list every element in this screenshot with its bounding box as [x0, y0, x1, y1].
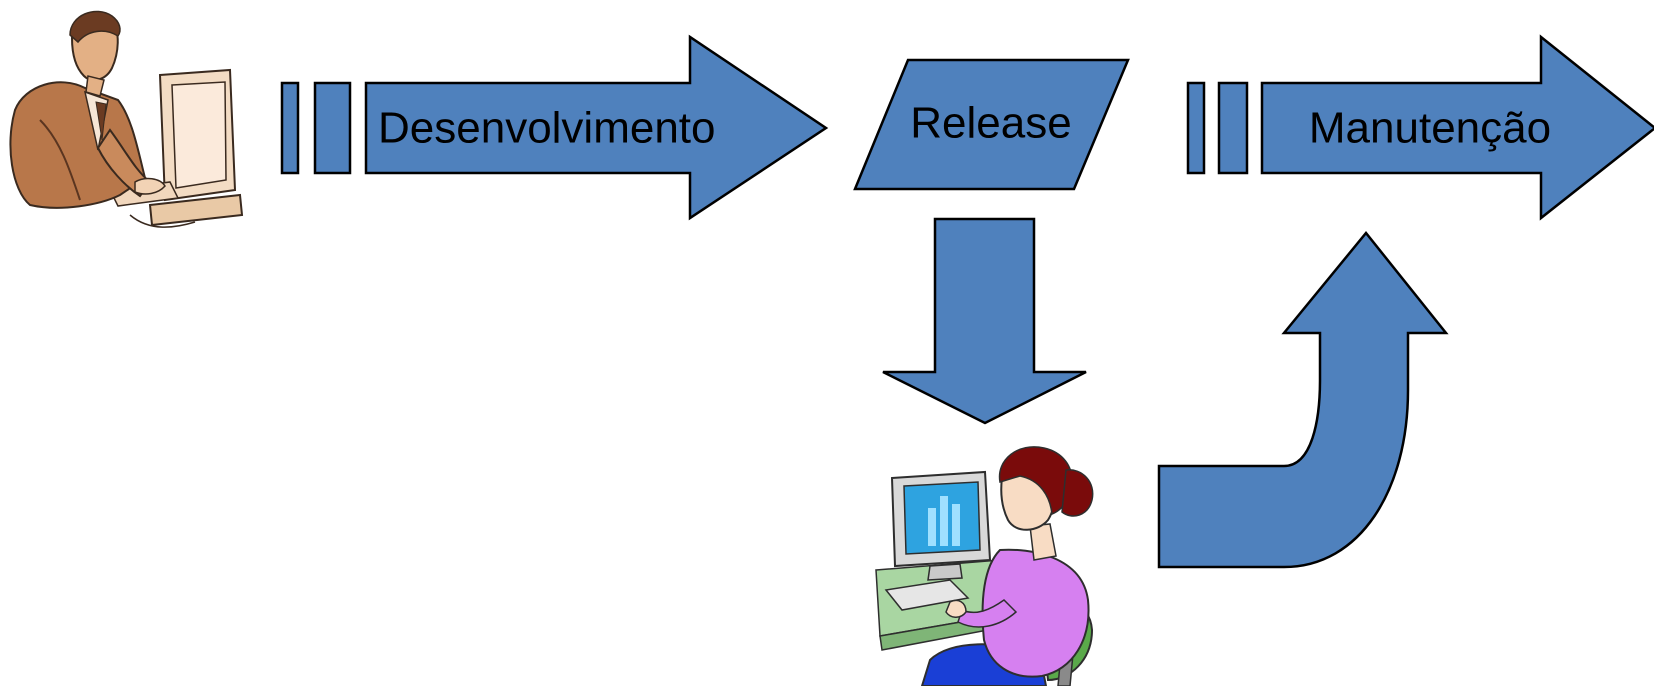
release-shape: Release: [853, 58, 1130, 191]
maintenance-arrow: Manutenção: [1186, 34, 1654, 221]
release-parallelogram: [853, 58, 1130, 191]
maintenance-arrow-body: [1260, 34, 1654, 221]
development-label: Desenvolvimento: [378, 104, 716, 153]
down-arrow: [882, 217, 1087, 425]
development-arrow-body: [364, 34, 829, 221]
development-arrow: Desenvolvimento: [280, 34, 829, 221]
development-arrow-stripe-2: [313, 81, 352, 175]
bent-up-arrow: [1157, 231, 1449, 569]
developer-at-computer-icon: [9, 10, 244, 228]
maintenance-arrow-stripe-1: [1186, 81, 1206, 175]
maintenance-label: Manutenção: [1309, 104, 1551, 153]
user-at-computer-icon: [875, 446, 1094, 686]
development-arrow-stripe-1: [280, 81, 300, 175]
maintenance-arrow-stripe-2: [1217, 81, 1249, 175]
release-label: Release: [910, 99, 1071, 148]
